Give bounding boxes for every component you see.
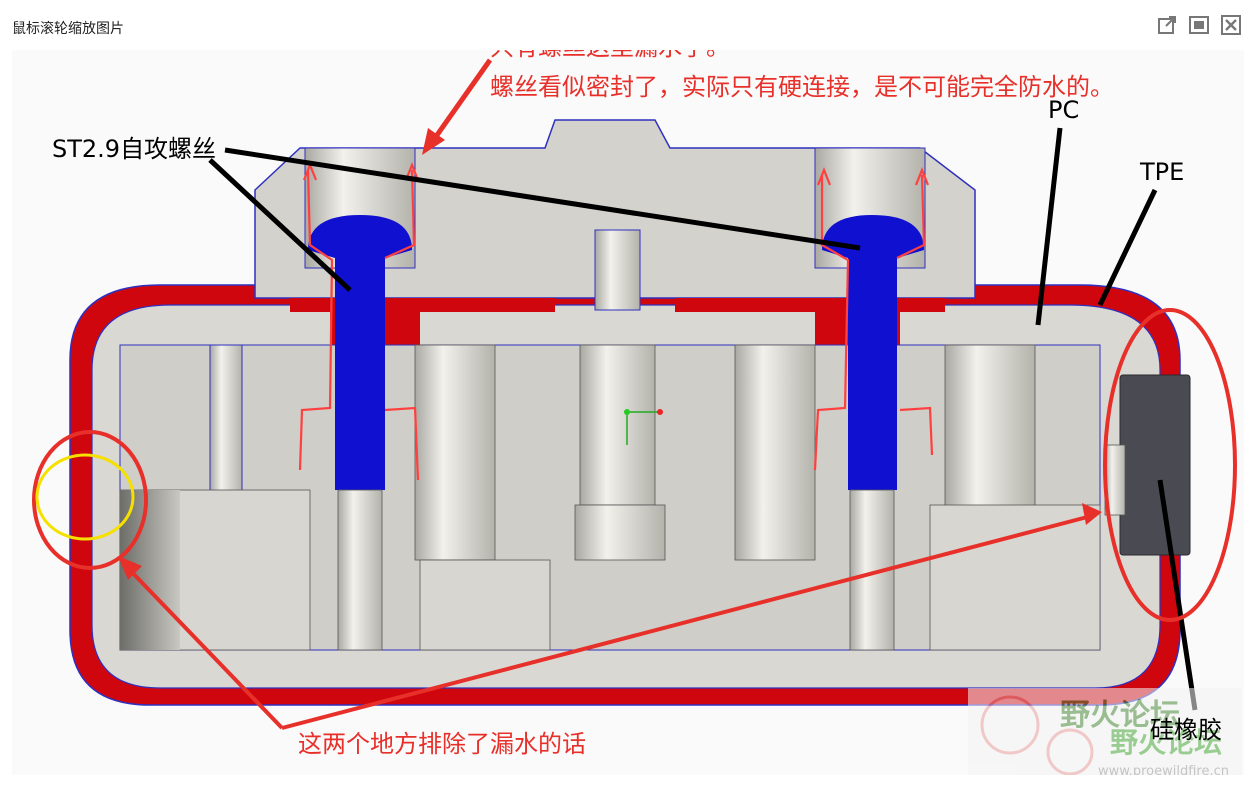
highlight-left-red	[32, 430, 148, 570]
cross-section-diagram: 野火论坛 野火论坛 www.proewildfire.cn 只有螺丝这里漏水了。…	[12, 50, 1244, 775]
annotation-bottom: 这两个地方排除了漏水的话	[298, 730, 586, 758]
right-cylinder	[944, 344, 1036, 511]
highlight-right-red	[1103, 308, 1237, 622]
viewer-toolbar	[1156, 14, 1242, 36]
axis-marker	[626, 411, 660, 445]
right-block	[929, 504, 1101, 651]
viewer-title: 鼠标滚轮缩放图片	[12, 21, 124, 37]
mid-left-lower	[419, 559, 551, 651]
label-pc: PC	[1048, 96, 1079, 124]
watermark: 野火论坛 野火论坛 www.proewildfire.cn	[968, 688, 1242, 775]
center-boss	[594, 229, 641, 311]
annotation-top-line1: 只有螺丝这里漏水了。	[490, 50, 730, 61]
screw-left	[308, 215, 412, 490]
leader-screw-right	[224, 147, 861, 251]
fit-window-icon[interactable]	[1188, 14, 1210, 36]
arrow-bottom-left	[123, 563, 284, 730]
center-cylinder	[579, 344, 656, 506]
label-silicone: 硅橡胶	[1150, 716, 1222, 744]
leader-screw-left	[208, 158, 352, 292]
screw-right	[822, 215, 924, 490]
watermark-text-1: 野火论坛	[1060, 698, 1180, 733]
watermark-url: www.proewildfire.cn	[1098, 764, 1229, 775]
annotation-top-line2: 螺丝看似密封了，实际只有硬连接，是不可能完全防水的。	[490, 73, 1114, 101]
leak-path-left	[298, 169, 420, 481]
left-post	[209, 344, 243, 511]
close-icon[interactable]	[1220, 14, 1242, 36]
highlight-left-yellow	[35, 453, 135, 541]
screw-shaft-lower-left	[337, 489, 383, 651]
arrow-top	[427, 58, 493, 147]
leader-silicone	[1157, 479, 1198, 711]
open-external-icon[interactable]	[1156, 14, 1178, 36]
leader-tpe	[1097, 188, 1158, 307]
label-screw: ST2.9自攻螺丝	[52, 135, 216, 163]
leak-path-right	[813, 174, 934, 471]
mid-right-cylinder	[734, 344, 816, 561]
watermark-text-2: 野火论坛	[1110, 726, 1222, 759]
arrow-bottom-right	[281, 513, 1096, 730]
center-cylinder-base	[574, 504, 666, 561]
mid-left-cylinder	[414, 344, 496, 561]
label-tpe: TPE	[1139, 158, 1184, 186]
leader-pc	[1035, 127, 1063, 326]
silicone-plug	[1119, 374, 1191, 556]
